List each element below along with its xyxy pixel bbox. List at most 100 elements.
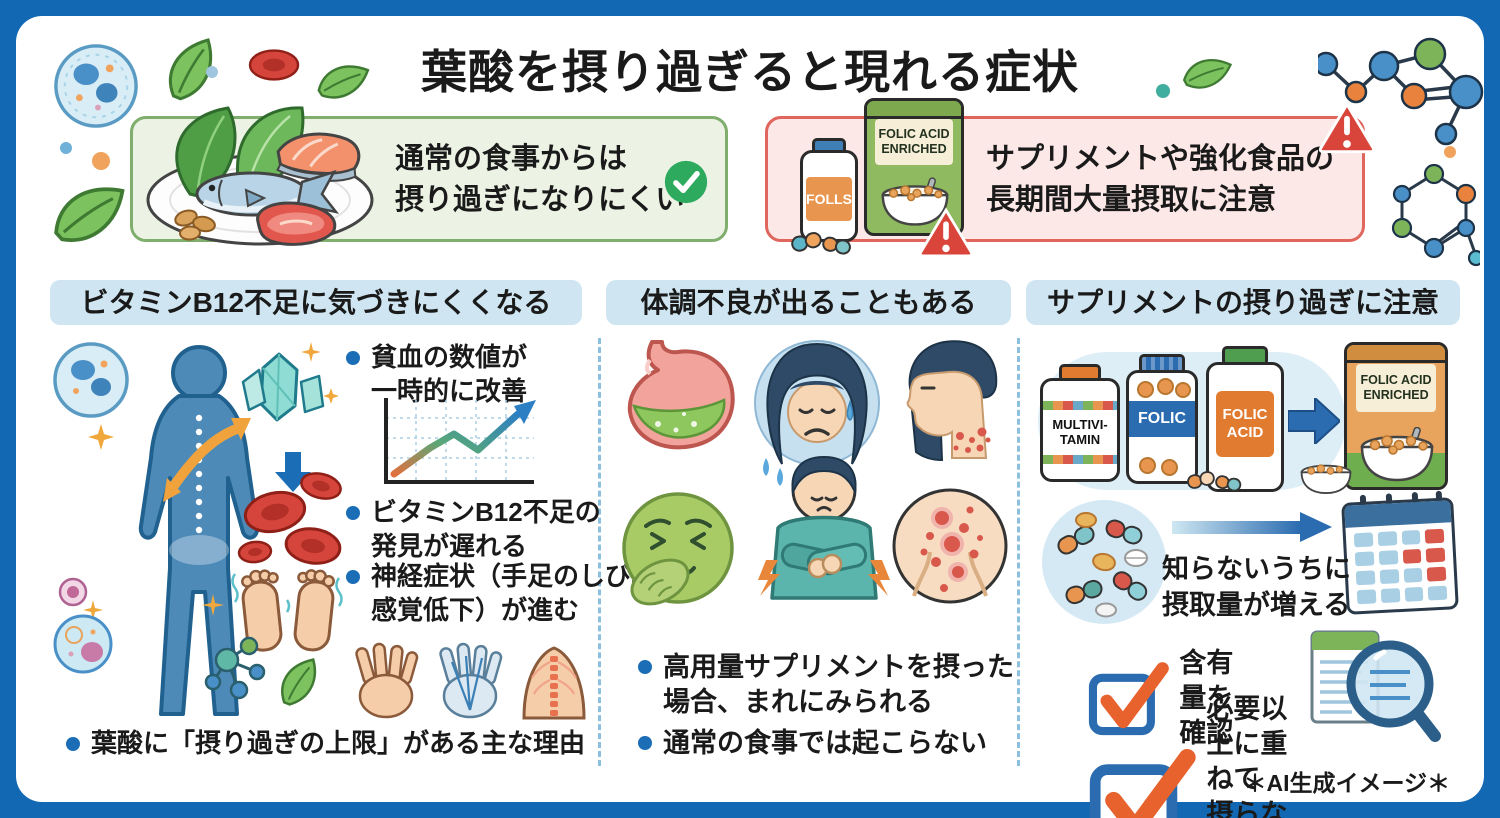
bullet-b12-delay: ビタミンB12不足の 発見が遅れる <box>346 496 601 564</box>
cereal-bowl-icon <box>881 177 949 226</box>
bottle-body: FOLLS <box>800 150 858 242</box>
magnifier-document-icon <box>1310 630 1441 742</box>
bullet-dot-icon <box>66 737 80 751</box>
symptoms-illustration <box>622 340 1008 606</box>
bottle-body: FOLIC ACID <box>1206 362 1284 492</box>
column-header-supplements: サプリメントの摂り過ぎに注意 <box>1026 280 1460 325</box>
leaf-icon <box>1182 59 1233 89</box>
pill-icon <box>1139 457 1156 474</box>
molecule-icon <box>204 636 266 700</box>
folic-acid-bottle: FOLIC ACID <box>1206 346 1284 492</box>
unaware-increase-note: 知らないうちに 摂取量が増える <box>1162 554 1351 620</box>
calendar-grid <box>1353 528 1448 605</box>
feet-icon <box>231 569 343 652</box>
bottle-label: FOLIC <box>1129 401 1195 437</box>
cereal-label: FOLIC ACID ENRICHED <box>1356 364 1436 412</box>
hand-icon <box>355 642 419 719</box>
small-bowl-icon <box>1300 464 1352 494</box>
pill-icon <box>1161 459 1178 476</box>
right-arrow-icon <box>1288 398 1340 444</box>
check-circle-icon <box>664 160 708 204</box>
human-body-icon <box>138 345 260 716</box>
bullet-dot-icon <box>346 570 360 584</box>
supplement-bottle: FOLLS <box>800 138 858 242</box>
bottle-body: FOLIC <box>1126 370 1198 484</box>
pill-icon <box>1137 381 1154 398</box>
numb-hand-icon <box>439 642 503 719</box>
cereal-flap <box>867 101 961 119</box>
leaf-icon <box>168 38 213 101</box>
checkbox-icon <box>1088 662 1169 736</box>
column-header-condition: 体調不良が出ることもある <box>606 280 1011 325</box>
dot-decoration <box>92 152 110 170</box>
cereal-bag: FOLIC ACID ENRICHED <box>864 98 964 236</box>
cereal-bowl-icon <box>1360 427 1434 482</box>
spine-back-icon <box>522 646 586 720</box>
pills-icon <box>791 232 851 255</box>
column-separator <box>598 338 601 766</box>
sparkle-icon <box>202 594 224 616</box>
increase-arrow-icon <box>1172 512 1332 542</box>
bullet-normal-diet: 通常の食事では起こらない <box>638 726 987 761</box>
crystals-icon <box>241 342 339 422</box>
cereal-bag: FOLIC ACID ENRICHED <box>1344 342 1448 490</box>
checkbox-icon <box>1089 748 1196 818</box>
bullet-dot-icon <box>638 736 652 750</box>
bottle-label: FOLIC ACID <box>1216 391 1274 457</box>
warning-triangle-icon <box>1318 101 1376 154</box>
stomach-ache-person-icon <box>758 455 890 600</box>
cell-icon <box>53 342 129 418</box>
sparkle-icon <box>83 600 103 620</box>
bullet-dot-icon <box>638 660 652 674</box>
sad-woman-icon <box>754 340 880 466</box>
cereal-flap <box>1347 345 1445 363</box>
pill-icon <box>1157 378 1174 395</box>
dot-decoration <box>206 66 218 78</box>
pill-icon <box>1175 382 1191 398</box>
cell-icon <box>54 44 138 128</box>
exchange-arrow-icon <box>163 418 251 502</box>
check-no-overlap: 必要以上に重ねて 摂らないよう注意 <box>1086 692 1312 818</box>
sparkle-icon <box>88 424 114 450</box>
bullet-high-dose: 高用量サプリメントを摂った 場合、まれにみられる <box>638 650 1014 720</box>
red-blood-cells-icon <box>237 472 342 565</box>
hands-spine-illustration <box>355 642 586 720</box>
check-content-amount: 含有量を確認 <box>1086 646 1258 751</box>
supplement-illustration: FOLLS FOLIC ACID ENRICHED <box>790 98 986 260</box>
folic-bottle: FOLIC <box>1126 354 1198 484</box>
pink-cell-icon <box>58 577 88 607</box>
supplement-warning-text: サプリメントや強化食品の 長期間大量摂取に注意 <box>986 143 1335 217</box>
improvement-chart-icon <box>384 398 536 484</box>
ai-generated-note: ＊AI生成イメージ＊ <box>1243 770 1450 796</box>
page-title: 葉酸を摂り過ぎると現れる症状 <box>421 46 1079 98</box>
body-illustration <box>53 342 343 716</box>
normal-diet-text: 通常の食事からは 摂り過ぎになりにくい <box>395 143 685 217</box>
column-separator <box>1017 338 1020 766</box>
leaf-icon <box>317 65 370 99</box>
nausea-face-icon <box>622 492 734 606</box>
calendar-header <box>1344 500 1452 528</box>
bullet-anemia: 貧血の数値が 一時的に改善 <box>346 341 527 409</box>
pills-icon <box>1187 471 1242 492</box>
molecule-icon <box>1318 37 1484 146</box>
cell-icon <box>53 614 113 674</box>
bottle-label: FOLLS <box>806 177 852 221</box>
leaf-icon <box>54 187 125 242</box>
multivitamin-bottle: MULTIVI- TAMIN <box>1040 364 1120 482</box>
warning-triangle-icon <box>918 207 974 258</box>
column-header-b12: ビタミンB12不足に気づきにくくなる <box>50 280 582 325</box>
label-mosaic <box>1043 455 1117 464</box>
stomach-icon <box>627 340 735 450</box>
bottle-body: MULTIVI- TAMIN <box>1040 378 1120 482</box>
calendar-icon <box>1341 490 1459 615</box>
dot-decoration <box>1156 84 1170 98</box>
label-mosaic <box>1043 401 1117 410</box>
cereal-label: FOLIC ACID ENRICHED <box>875 119 953 165</box>
food-plate-illustration <box>146 106 374 246</box>
molecule-ring-icon <box>1391 164 1480 267</box>
bottle-label: MULTIVI- TAMIN <box>1043 412 1117 454</box>
bullet-dot-icon <box>346 351 360 365</box>
pills-cluster-icon <box>1042 500 1166 624</box>
skin-rash-icon <box>892 488 1008 604</box>
